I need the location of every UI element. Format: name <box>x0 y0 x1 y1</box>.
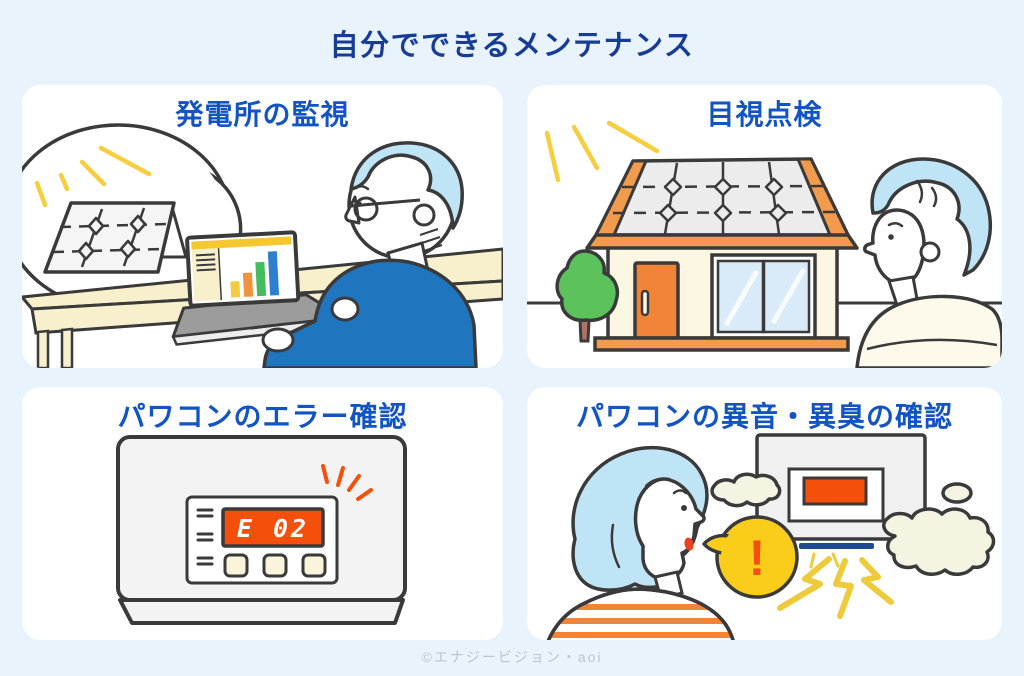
tree-icon <box>555 249 620 343</box>
indicator-marks <box>196 508 214 566</box>
vent-bar <box>799 543 874 549</box>
copyright-text: ©エナジービジョン・aoi <box>421 649 603 665</box>
card-noise-smell-check: パワコンの異音・異臭の確認 <box>527 387 1002 640</box>
alert-speech-bubble-icon: ! <box>702 515 799 599</box>
person-inspecting <box>855 157 1002 368</box>
bar-chart-icon <box>230 251 280 298</box>
card-error-check: パワコンのエラー確認 E 02 <box>22 387 503 640</box>
card-visual-inspection: 目視点検 <box>527 85 1002 368</box>
exclamation-mark: ! <box>749 530 766 586</box>
card-monitoring-title: 発電所の監視 <box>175 99 350 130</box>
noise-smell-illustration: ! <box>541 433 996 640</box>
visual-inspection-illustration <box>527 120 1002 368</box>
screen-sidebar <box>191 248 222 302</box>
person-monitoring <box>261 141 478 368</box>
warning-display <box>802 476 868 506</box>
monitoring-illustration <box>22 123 503 368</box>
sun-rays-icon <box>34 145 152 208</box>
solar-panel-icon <box>43 201 188 274</box>
screen-menu-bar <box>191 236 292 250</box>
error-code-text: E 02 <box>237 514 309 543</box>
glasses-icon <box>350 198 421 208</box>
alert-spark-lines-icon <box>321 464 373 501</box>
sun-rays-icon <box>544 120 660 183</box>
solar-cell-nodes <box>658 177 788 223</box>
power-conditioner-icon: E 02 <box>116 435 407 625</box>
card-visual-title: 目視点検 <box>706 99 823 130</box>
laptop-with-chart <box>171 230 349 346</box>
power-conditioner-icon <box>755 433 927 549</box>
smell-clouds-icon <box>710 472 996 576</box>
woman <box>541 445 738 640</box>
card-monitoring: 発電所の監視 <box>22 85 503 368</box>
control-buttons[interactable] <box>223 553 327 578</box>
error-check-illustration: E 02 <box>116 435 407 625</box>
error-display <box>221 507 325 548</box>
card-error-title: パワコンのエラー確認 <box>117 401 408 432</box>
lightning-bolts-icon <box>777 556 894 619</box>
page-title: 自分でできるメンテナンス <box>329 30 695 62</box>
card-noise-title: パワコンの異音・異臭の確認 <box>575 401 953 432</box>
house-with-solar-roof <box>585 157 859 352</box>
